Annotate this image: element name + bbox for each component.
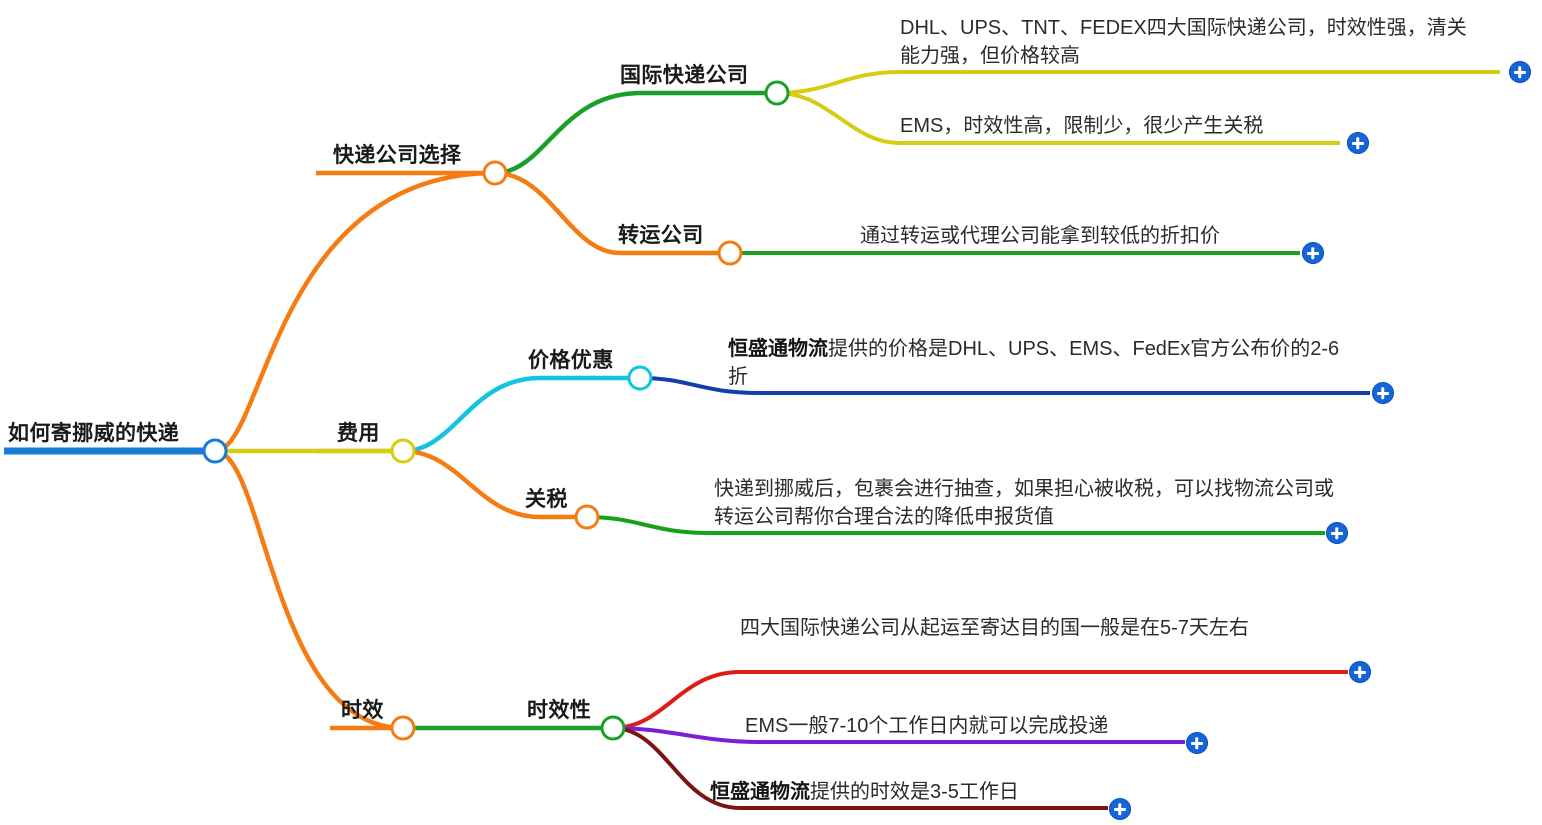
wire-express-choice-to-intl [494,90,777,176]
wire-root-to-express-choice [214,170,496,454]
leaf-text-timeliness-3[interactable]: 恒盛通物流提供的时效是3-5工作日 [710,778,1130,806]
leaf-text-timeliness-1[interactable]: 四大国际快递公司从起运至寄达目的国一般是在5-7天左右 [740,617,1249,639]
node-circle-root [202,438,228,464]
node-label-discount[interactable]: 价格优惠 [528,349,614,372]
leaf-text-discount-1-rest: 提供的价格是DHL、UPS、EMS、FedEx官方公布价的2-6折 [728,338,1340,389]
node-circle-forwarder [717,240,743,266]
node-label-cost[interactable]: 费用 [337,422,380,445]
wire-root-to-speed [214,448,404,731]
node-label-express-choice[interactable]: 快递公司选择 [333,144,462,167]
node-label-tariff[interactable]: 关税 [525,488,568,511]
leaf-text-timeliness-3-bold: 恒盛通物流 [710,781,810,803]
expand-button-discount-1[interactable] [1372,382,1394,404]
root-node-label[interactable]: 如何寄挪威的快递 [8,422,180,445]
wire-intl-to-leaf-1 [776,70,1500,95]
expand-button-intl-2[interactable] [1347,132,1369,154]
node-label-forwarder[interactable]: 转运公司 [618,224,704,247]
node-label-intl-courier[interactable]: 国际快递公司 [620,64,749,87]
leaf-text-discount-1-bold: 恒盛通物流 [728,338,828,360]
leaf-text-timeliness-3-rest: 提供的时效是3-5工作日 [810,781,1019,803]
leaf-text-intl-1[interactable]: DHL、UPS、TNT、FEDEX四大国际快递公司，时效性强，清关能力强，但价格… [900,17,1467,68]
expand-button-timeliness-3[interactable] [1109,798,1131,820]
leaf-text-forwarder-1[interactable]: 通过转运或代理公司能拿到较低的折扣价 [860,225,1220,247]
expand-button-timeliness-1[interactable] [1349,661,1371,683]
node-label-timeliness[interactable]: 时效性 [527,699,592,722]
node-circle-tariff [574,504,600,530]
leaf-text-discount-1[interactable]: 恒盛通物流提供的价格是DHL、UPS、EMS、FedEx官方公布价的2-6折 [728,335,1353,392]
node-circle-speed [390,715,416,741]
node-circle-timeliness [600,715,626,741]
node-circle-intl [764,80,790,106]
leaf-text-intl-2[interactable]: EMS，时效性高，限制少，很少产生关税 [900,115,1264,137]
leaf-text-tariff-1[interactable]: 快递到挪威后，包裹会进行抽查，如果担心被收税，可以找物流公司或转运公司帮你合理合… [714,478,1334,529]
node-circle-express-choice [482,160,508,186]
leaf-text-timeliness-2[interactable]: EMS一般7-10个工作日内就可以完成投递 [745,715,1109,737]
expand-button-timeliness-2[interactable] [1186,732,1208,754]
node-label-speed[interactable]: 时效 [341,699,384,722]
expand-button-tariff-1[interactable] [1326,522,1348,544]
node-circle-discount [627,365,653,391]
expand-button-intl-1[interactable] [1509,61,1531,83]
expand-button-forwarder-1[interactable] [1302,242,1324,264]
node-circle-cost [390,438,416,464]
wire-cost-to-discount [402,375,640,454]
